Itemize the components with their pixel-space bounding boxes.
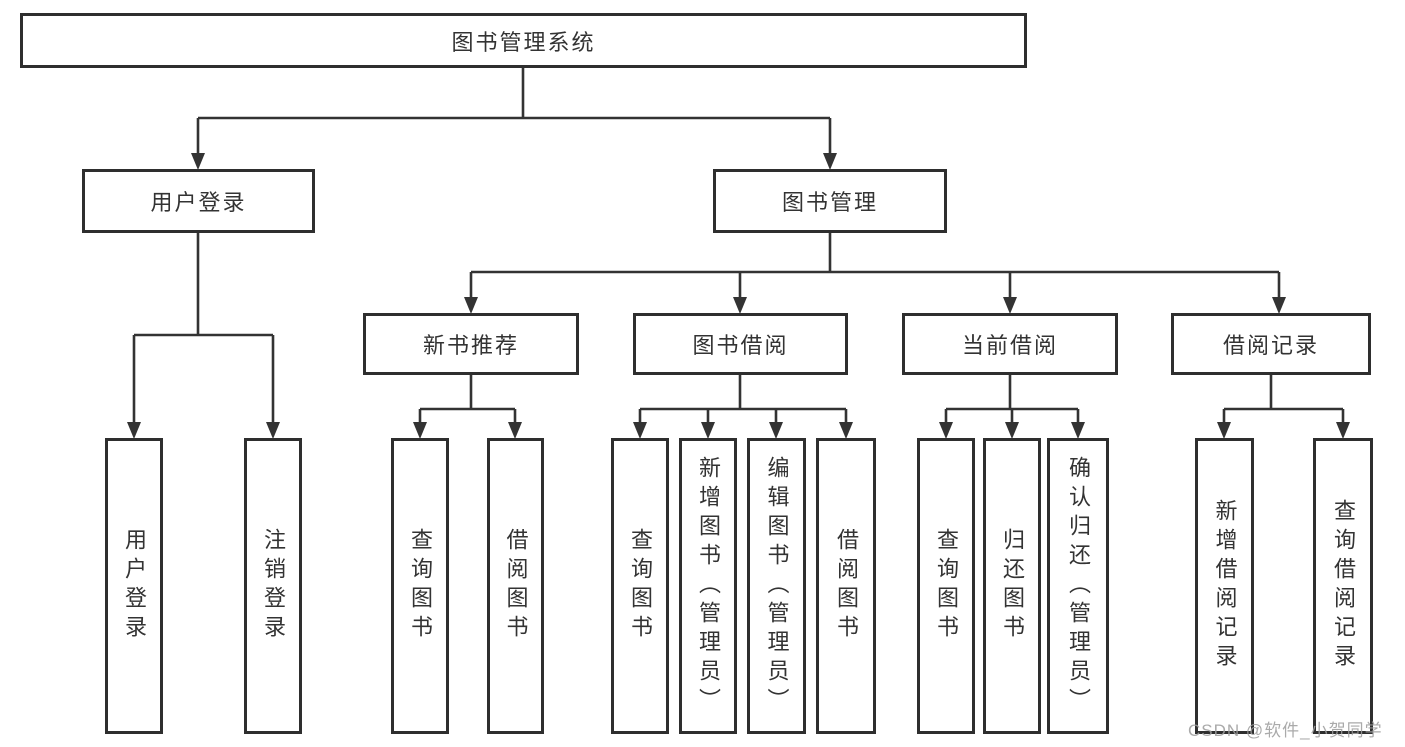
node-label: 用户登录 (150, 190, 247, 215)
node-label: 借阅图书 (834, 528, 859, 644)
node-label: 新增图书（管理员） (696, 455, 721, 717)
leaf-confirm-return-admin: 确认归还（管理员） (1047, 438, 1109, 734)
leaf-add-borrow-record: 新增借阅记录 (1195, 438, 1254, 734)
leaf-query-books-recommend: 查询图书 (391, 438, 449, 734)
node-label: 用户登录 (122, 528, 147, 644)
node-book-borrowing: 图书借阅 (633, 313, 848, 375)
node-label: 注销登录 (261, 528, 286, 644)
node-library-management-system: 图书管理系统 (20, 13, 1027, 68)
node-book-management: 图书管理 (713, 169, 947, 233)
node-label: 查询图书 (408, 528, 433, 644)
node-label: 归还图书 (1000, 528, 1025, 644)
leaf-query-books-current: 查询图书 (917, 438, 975, 734)
leaf-query-books-borrow: 查询图书 (611, 438, 669, 734)
node-new-book-recommendation: 新书推荐 (363, 313, 579, 375)
node-label: 图书管理系统 (451, 29, 596, 55)
node-label: 查询图书 (628, 528, 653, 644)
node-label: 查询借阅记录 (1331, 499, 1356, 673)
node-current-borrowing: 当前借阅 (902, 313, 1118, 375)
node-borrowing-records: 借阅记录 (1171, 313, 1371, 375)
node-label: 借阅图书 (503, 528, 529, 644)
leaf-edit-books-admin: 编辑图书（管理员） (747, 438, 806, 734)
node-user-login: 用户登录 (82, 169, 315, 233)
leaf-query-borrow-record: 查询借阅记录 (1313, 438, 1373, 734)
node-label: 编辑图书（管理员） (764, 455, 790, 717)
node-label: 新书推荐 (422, 333, 519, 358)
leaf-borrow-books-recommend: 借阅图书 (487, 438, 544, 734)
watermark: CSDN @软件_小贺同学 (1188, 721, 1383, 740)
leaf-user-login: 用户登录 (105, 438, 163, 734)
node-label: 查询图书 (934, 528, 959, 644)
node-label: 新增借阅记录 (1212, 499, 1238, 673)
leaf-logout: 注销登录 (244, 438, 302, 734)
leaf-add-books-admin: 新增图书（管理员） (679, 438, 737, 734)
node-label: 当前借阅 (961, 333, 1058, 358)
node-label: 图书借阅 (692, 333, 789, 358)
leaf-return-books: 归还图书 (983, 438, 1041, 734)
node-label: 确认归还（管理员） (1066, 455, 1091, 717)
node-label: 借阅记录 (1222, 333, 1319, 358)
leaf-borrow-books: 借阅图书 (816, 438, 876, 734)
node-label: 图书管理 (781, 190, 878, 215)
